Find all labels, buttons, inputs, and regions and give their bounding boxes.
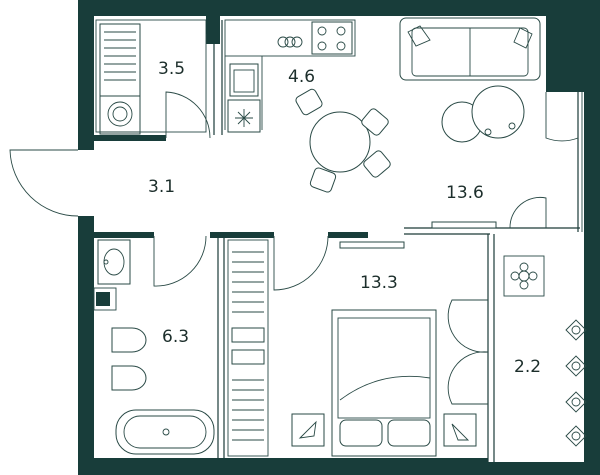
room-area-kitchen: 4.6 (288, 67, 315, 87)
bedroom-furniture (291, 241, 477, 457)
snowflake-icon (235, 109, 253, 127)
balcony-plants (503, 255, 587, 447)
dining-table (295, 88, 391, 193)
flower-icon (510, 262, 538, 290)
living-room-furniture (399, 17, 541, 229)
walls (78, 0, 600, 475)
room-area-balcony: 2.2 (514, 357, 541, 377)
room-area-hallway: 3.1 (148, 177, 175, 197)
bathroom-fixtures (93, 239, 215, 455)
wardrobe (231, 251, 265, 441)
room-area-bedroom: 13.3 (360, 273, 398, 293)
small-bath-fixtures (99, 16, 218, 135)
room-labels: 3.5 4.6 3.1 13.6 13.3 6.3 2.2 (148, 59, 541, 377)
room-area-bathroom-small: 3.5 (158, 59, 185, 79)
room-area-living-room: 13.6 (446, 183, 484, 203)
kitchen-fixtures (227, 21, 353, 133)
doors (9, 91, 579, 405)
room-area-bathroom: 6.3 (162, 327, 189, 347)
